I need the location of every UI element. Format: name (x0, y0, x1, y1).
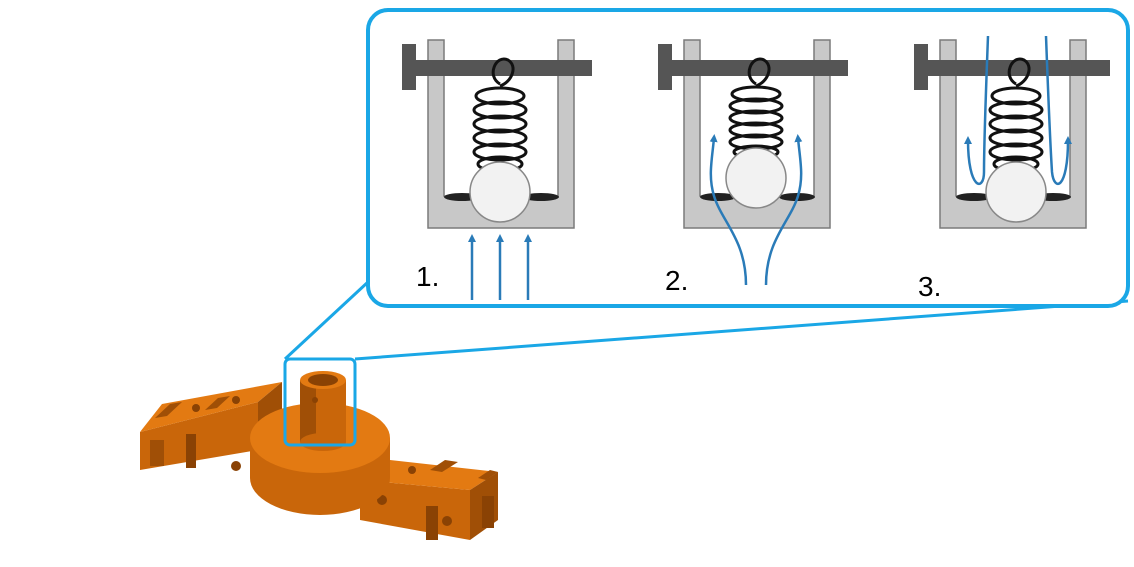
flow-arrows (709, 134, 803, 286)
right-bracket (360, 460, 498, 540)
crossbar (658, 60, 848, 76)
valve-frame (939, 39, 1087, 229)
step-label-1: 1. (416, 261, 439, 292)
valve-tube (300, 371, 346, 451)
valve-frame (427, 39, 575, 229)
valve-stage-1: 1. (402, 39, 592, 300)
valve-frame (683, 39, 831, 229)
valve-housing-part (140, 371, 498, 540)
crossbar-cap (402, 44, 416, 90)
callout-line-bottom (354, 299, 1129, 361)
crossbar-cap (914, 44, 928, 90)
seat-left (700, 193, 736, 201)
seat-right (523, 193, 559, 201)
check-ball (985, 161, 1047, 223)
valve-stage-3: 3. (914, 35, 1110, 302)
flow-arrows (964, 35, 1072, 186)
spring (988, 57, 1044, 173)
step-label-3: 3. (918, 271, 941, 302)
callout-source-box (283, 357, 357, 447)
crossbar-cap (658, 44, 672, 90)
seat-left (956, 193, 992, 201)
check-ball (725, 147, 787, 209)
crossbar (914, 60, 1110, 76)
callout-line-top (283, 280, 370, 361)
flow-arrows (468, 234, 532, 300)
left-bracket (140, 382, 282, 471)
check-ball (469, 161, 531, 223)
spring (728, 57, 784, 160)
crossbar (402, 60, 592, 76)
step-label-2: 2. (665, 265, 688, 296)
valve-stage-2: 2. (658, 39, 848, 296)
